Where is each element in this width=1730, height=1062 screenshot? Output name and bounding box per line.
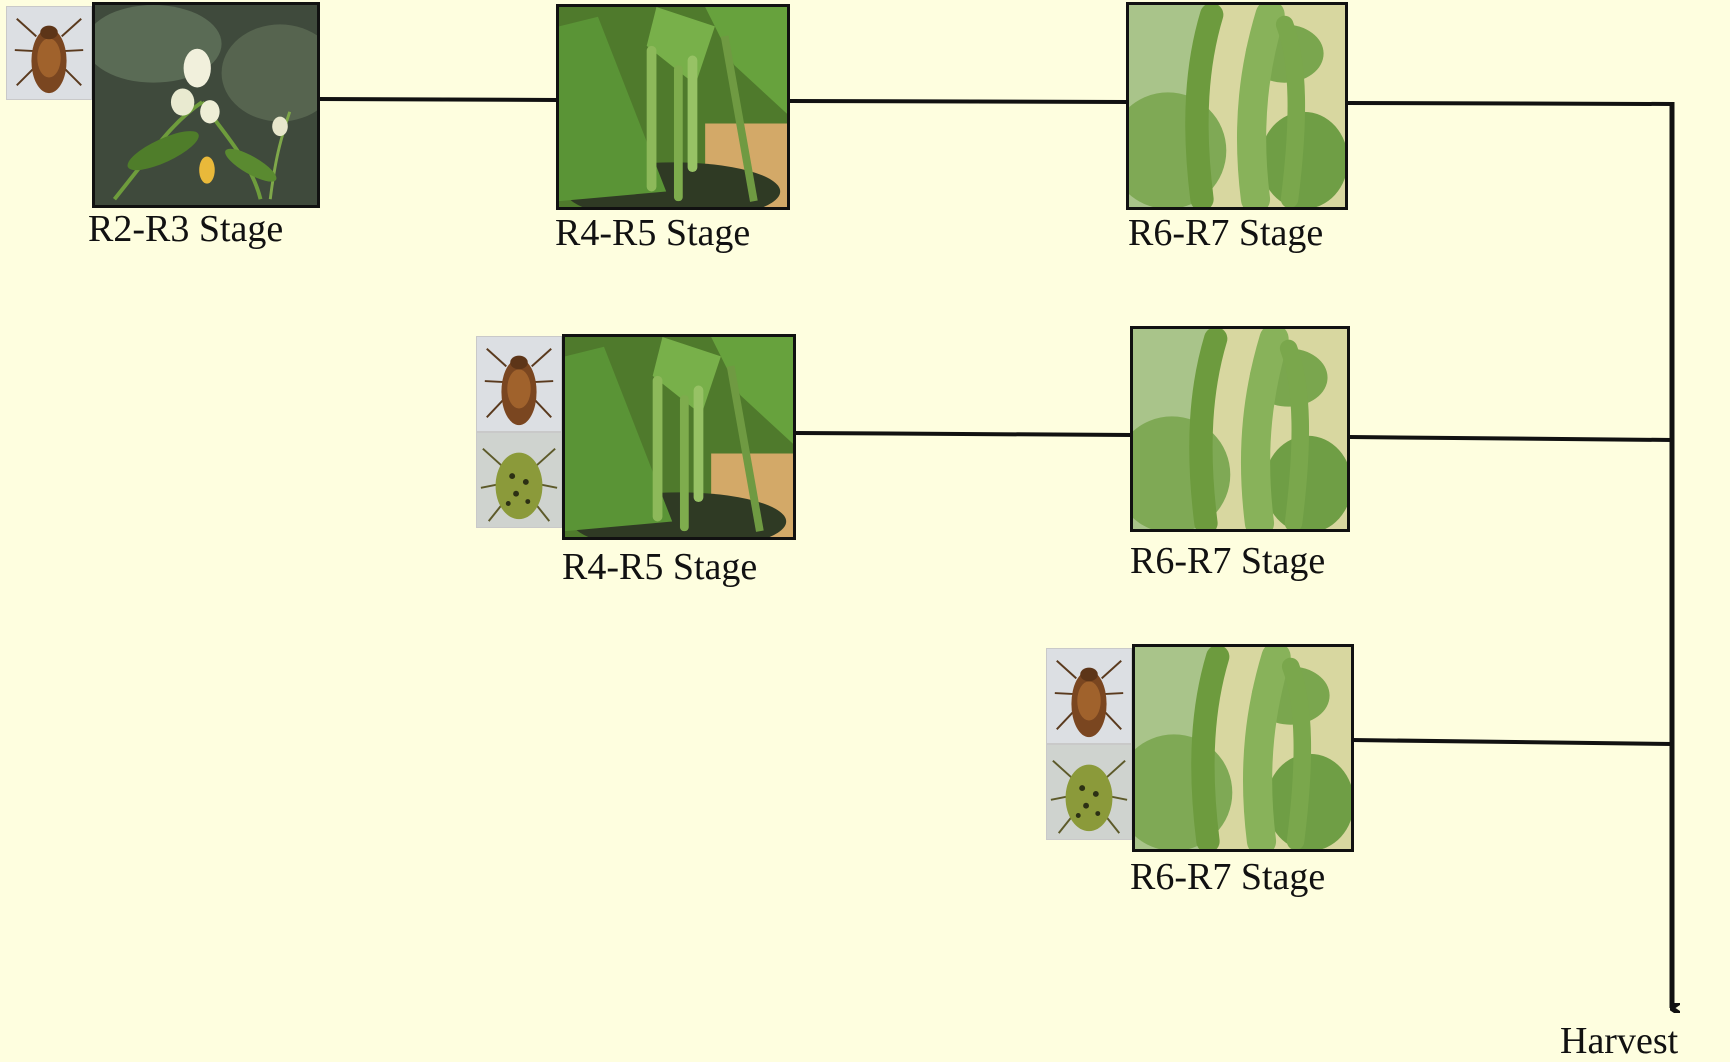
lygus-bug-image <box>6 6 92 100</box>
bean-pod-photo-r4-r5 <box>562 334 796 540</box>
stink-bug-image <box>476 432 562 528</box>
harvest-label: Harvest <box>1560 1020 1679 1062</box>
mature-pods-photo-r6-r7 <box>1130 326 1350 532</box>
flowering-bean-photo <box>92 2 320 208</box>
connector-r2-b <box>1349 435 1673 442</box>
stage-label-r6-r7: R6-R7 Stage <box>1128 212 1324 254</box>
connector-r1-a <box>317 97 559 102</box>
stage-label-r6-r7: R6-R7 Stage <box>1130 540 1326 582</box>
connector-r1-b <box>789 99 1129 104</box>
stage-label-r2-r3: R2-R3 Stage <box>88 208 284 250</box>
stink-bug-image <box>1046 744 1132 840</box>
mature-pods-photo-r6-r7 <box>1126 2 1348 210</box>
lygus-bug-image <box>476 336 562 432</box>
bean-pod-photo-r4-r5 <box>556 4 790 210</box>
connector-r1-c <box>1347 101 1673 106</box>
stage-label-r4-r5: R4-R5 Stage <box>562 546 758 588</box>
connector-r2-a <box>795 431 1133 437</box>
mature-pods-photo-r6-r7 <box>1132 644 1354 852</box>
stage-label-r6-r7: R6-R7 Stage <box>1130 856 1326 898</box>
connector-r3-a <box>1351 738 1673 746</box>
lygus-bug-image <box>1046 648 1132 744</box>
stage-label-r4-r5: R4-R5 Stage <box>555 212 751 254</box>
